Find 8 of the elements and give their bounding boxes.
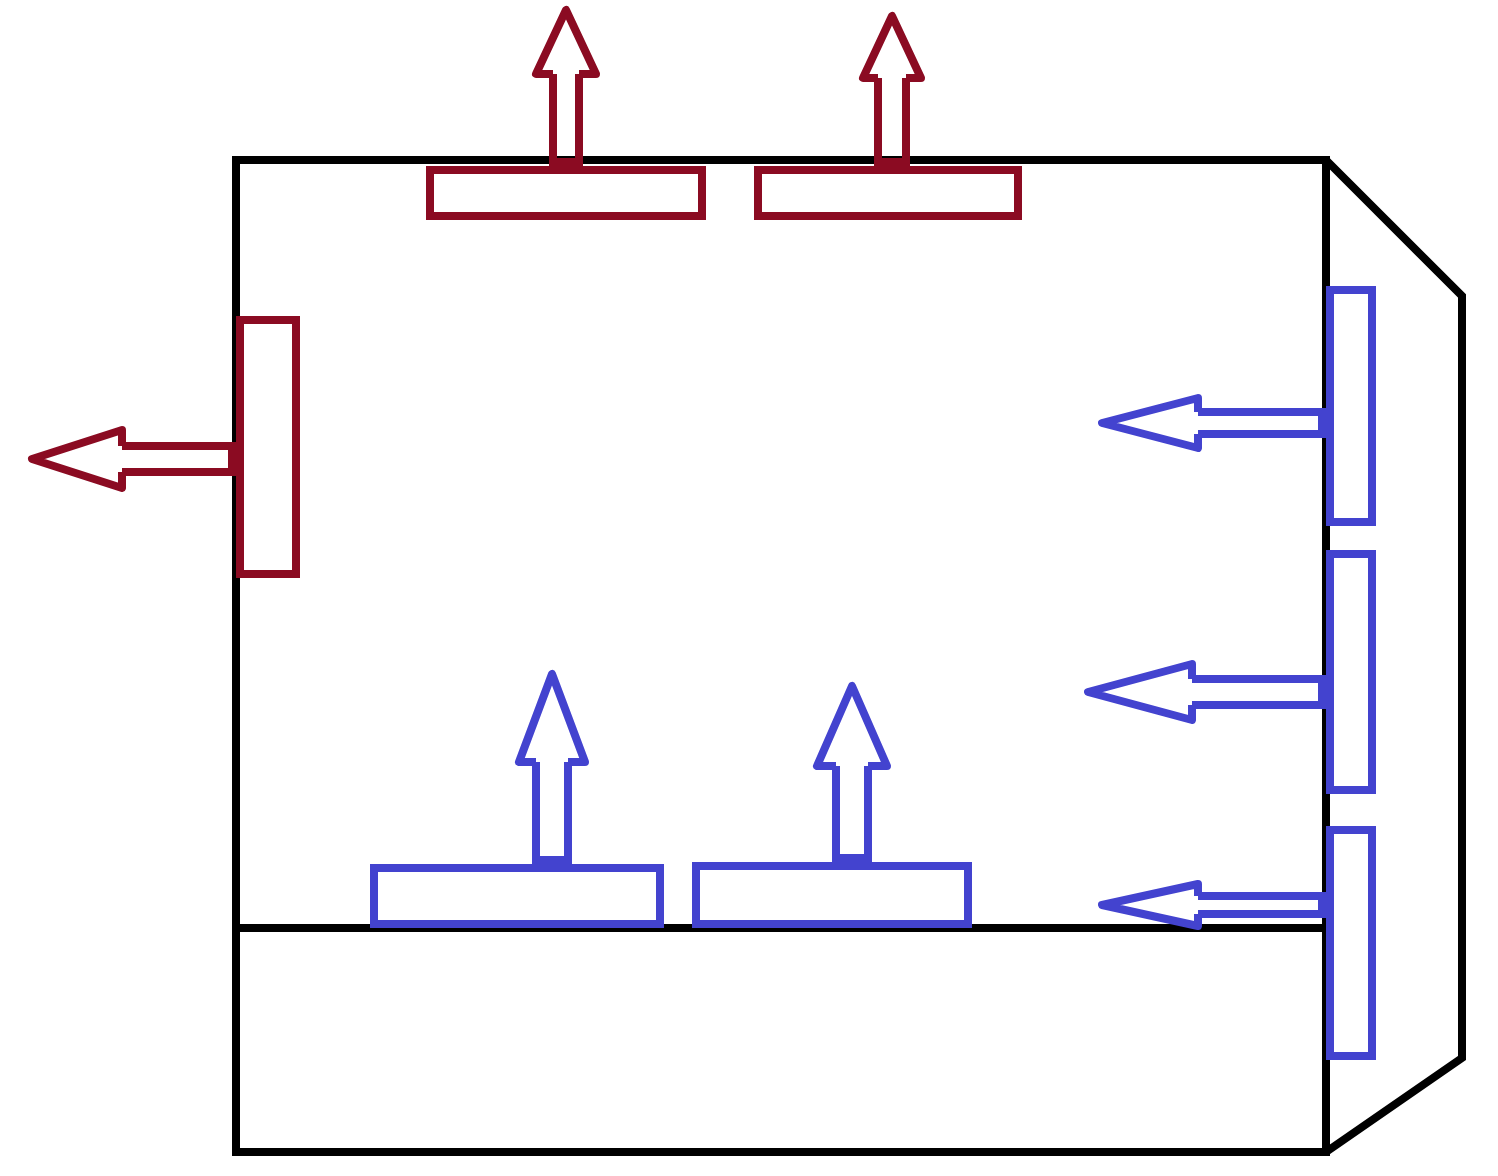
vent-bar — [370, 864, 664, 928]
vent-bar — [1326, 550, 1376, 794]
vent-bar — [426, 166, 706, 220]
vent-bar — [1326, 826, 1376, 1060]
vent-bar — [1326, 286, 1376, 526]
vent-bar — [754, 166, 1022, 220]
vent-bar — [236, 316, 300, 578]
vent-bar — [692, 862, 972, 928]
